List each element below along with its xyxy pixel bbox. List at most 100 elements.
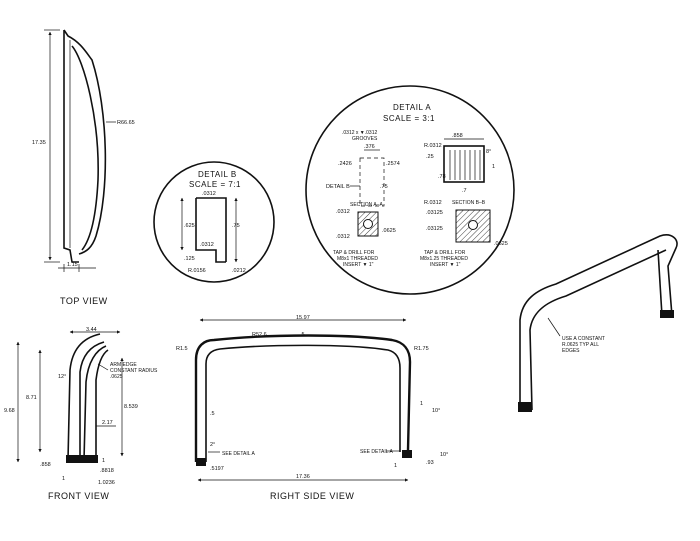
grooves bbox=[449, 150, 481, 180]
aa-dim-bot: .0312 bbox=[336, 234, 350, 240]
grooved-block bbox=[443, 145, 485, 183]
front-dim-mid: 2.17 bbox=[102, 420, 113, 426]
iso-foot-right bbox=[660, 310, 674, 318]
top-view-title: TOP VIEW bbox=[60, 296, 108, 306]
dim-leader bbox=[547, 317, 561, 337]
detail-b-callout: DETAIL B bbox=[326, 184, 350, 190]
dim-858: .858 bbox=[452, 133, 463, 139]
detail-b-dim-left: .625 bbox=[184, 223, 195, 229]
dim-2426: .2426 bbox=[338, 161, 352, 167]
front-dim-d2: 1.0236 bbox=[98, 480, 115, 486]
side-dim-foot-r: .93 bbox=[426, 460, 434, 466]
tap2-line2: M8x1.25 THREADED bbox=[420, 256, 468, 262]
front-dim-outer: 9.68 bbox=[4, 408, 15, 414]
r0312: R.0312 bbox=[424, 143, 442, 149]
front-leg-right-outer bbox=[83, 345, 107, 461]
arm-note-3: .0625 bbox=[110, 374, 123, 380]
grooves-note-2: GROOVES bbox=[352, 136, 378, 142]
side-dim-r-right: R1.75 bbox=[414, 346, 429, 352]
bb-dim-1: .03125 bbox=[426, 210, 443, 216]
side-dim-left-half: .5 bbox=[210, 411, 215, 417]
front-dim-inner: 8.71 bbox=[26, 395, 37, 401]
detail-b-profile bbox=[196, 197, 227, 262]
front-view: 3.44 9.68 8.71 12° ARM EDGE CONSTANT RAD… bbox=[4, 327, 158, 501]
front-foot-right bbox=[82, 455, 98, 463]
side-dim-angle-r: 10° bbox=[432, 408, 440, 414]
thread-hole bbox=[363, 219, 373, 229]
dim-7: .7 bbox=[462, 188, 467, 194]
thread-hole-2 bbox=[468, 220, 478, 230]
detail-b-dim-low: .125 bbox=[184, 256, 195, 262]
dim-radius: R66.65 bbox=[117, 120, 135, 126]
tap1-line1: TAP & DRILL FOR bbox=[333, 250, 375, 256]
side-dim-bottom: 17.36 bbox=[296, 474, 310, 480]
front-dim-d1: .8818 bbox=[100, 468, 114, 474]
iso-frame-outer bbox=[519, 234, 678, 408]
front-leg-left-outer bbox=[67, 333, 101, 461]
dim-376: .376 bbox=[364, 144, 375, 150]
dim-25: .25 bbox=[426, 154, 434, 160]
iso-note-3: EDGES bbox=[562, 348, 580, 354]
detail-b-circle bbox=[153, 161, 275, 283]
iso-note-1: USE A CONSTANT bbox=[562, 336, 605, 342]
tap2-line3: INSERT ▼ 1" bbox=[430, 262, 461, 268]
detail-b-dim-right: .75 bbox=[232, 223, 240, 229]
section-bb-label: SECTION B–B bbox=[452, 200, 486, 206]
side-dim-top: 15.97 bbox=[296, 315, 310, 321]
dim-75: .75 bbox=[380, 184, 388, 190]
top-view-outer-edge bbox=[63, 30, 79, 263]
detail-b-dim-mid: .0312 bbox=[200, 242, 214, 248]
right-side-view: 15.97 R1.5 R52.6 .5 R1.75 .5 1 10° 2° SE… bbox=[176, 315, 448, 501]
dim-leader bbox=[97, 363, 109, 371]
side-dim-foot-l: .5197 bbox=[210, 466, 224, 472]
detail-b-dim-bot: .0212 bbox=[232, 268, 246, 274]
side-dim-right-one: 1 bbox=[420, 401, 423, 407]
detail-a-circle bbox=[305, 85, 515, 295]
detail-b-profile-2 bbox=[195, 198, 226, 263]
arm-note-2: CONSTANT RADIUS bbox=[110, 368, 158, 374]
dim-height: 17.35 bbox=[32, 140, 46, 146]
see-detail-a-right: SEE DETAIL A bbox=[360, 449, 393, 455]
detail-a-title: DETAIL A bbox=[393, 103, 431, 112]
iso-foot-left bbox=[518, 402, 532, 412]
detail-a: DETAIL A SCALE = 3:1 .0312 x ▼.0312 GROO… bbox=[305, 85, 515, 295]
side-dim-top-half: .5 bbox=[300, 332, 305, 338]
front-dim-foot: .858 bbox=[40, 462, 51, 468]
tap1-line3: INSERT ▼ 1" bbox=[343, 262, 374, 268]
front-view-title: FRONT VIEW bbox=[48, 491, 109, 501]
top-view-curve-outer bbox=[63, 29, 107, 255]
side-dim-angle-f: 10° bbox=[440, 452, 448, 458]
side-frame-inner bbox=[205, 344, 401, 462]
side-foot-right bbox=[402, 450, 412, 458]
bb-dim-2: .03125 bbox=[426, 226, 443, 232]
dim-width: 1.15 bbox=[67, 262, 78, 268]
tap1-line2: M8x1 THREADED bbox=[337, 256, 378, 262]
right-side-view-title: RIGHT SIDE VIEW bbox=[270, 491, 354, 501]
side-frame-outer bbox=[194, 334, 412, 462]
side-dim-angle-l: 2° bbox=[210, 442, 215, 448]
front-foot-left bbox=[66, 455, 82, 463]
see-detail-a-left: SEE DETAIL A bbox=[222, 451, 255, 457]
front-leg-left-inner bbox=[79, 341, 105, 460]
detail-b-scale: SCALE = 7:1 bbox=[189, 180, 241, 189]
side-foot-left bbox=[196, 458, 206, 466]
isometric-view: USE A CONSTANT R.0625 TYP ALL EDGES bbox=[518, 234, 678, 412]
side-dim-r-top: R52.6 bbox=[252, 332, 267, 338]
iso-frame-inner bbox=[529, 249, 667, 411]
bb-dim-r: .0625 bbox=[494, 241, 508, 247]
front-dim-one-r: 1 bbox=[102, 458, 105, 464]
dim-8deg: 8° bbox=[486, 149, 491, 155]
tap2-line1: TAP & DRILL FOR bbox=[424, 250, 466, 256]
detail-b: DETAIL B SCALE = 7:1 .0312 .625 .75 .031… bbox=[153, 161, 275, 283]
r0312b: R.0312 bbox=[424, 200, 442, 206]
aa-dim-top: .0312 bbox=[336, 209, 350, 215]
dim-78: .78 bbox=[438, 174, 446, 180]
section-aa-hidden bbox=[359, 157, 385, 207]
front-dim-tube: 8.539 bbox=[124, 404, 138, 410]
side-dim-foot-one: 1 bbox=[394, 463, 397, 469]
dim-1: 1 bbox=[492, 164, 495, 170]
detail-b-dim-r: R.0156 bbox=[188, 268, 206, 274]
iso-leg-inner bbox=[657, 249, 663, 317]
iso-note-2: R.0625 TYP ALL bbox=[562, 342, 599, 348]
